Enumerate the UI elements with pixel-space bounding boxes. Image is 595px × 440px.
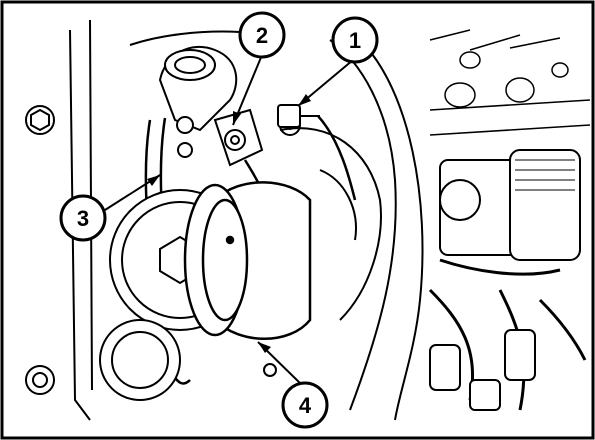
upper-hose	[158, 45, 238, 132]
callout-4: 4	[281, 381, 329, 429]
engine-detail-right	[429, 29, 591, 136]
arrow-1-icon	[298, 94, 311, 106]
wiring-harness	[428, 258, 587, 411]
leader-lines	[104, 54, 354, 386]
arrow-3-icon	[147, 175, 160, 186]
alternator-pulley	[183, 181, 312, 340]
callout-1: 1	[331, 16, 379, 64]
adjuster-bracket	[176, 108, 264, 167]
arrow-4-icon	[258, 342, 271, 353]
callout-2-label: 2	[256, 23, 268, 48]
callout-1-label: 1	[349, 28, 361, 53]
lower-pulley	[99, 319, 181, 401]
arrow-2-icon	[233, 111, 241, 125]
callout-2: 2	[238, 11, 286, 59]
engine-block	[69, 19, 424, 421]
callout-3: 3	[59, 194, 107, 242]
bolt-1	[277, 104, 357, 201]
side-bolts	[25, 105, 277, 395]
callout-3-label: 3	[77, 206, 89, 231]
callout-4-label: 4	[299, 393, 312, 418]
starter-motor	[439, 149, 581, 261]
